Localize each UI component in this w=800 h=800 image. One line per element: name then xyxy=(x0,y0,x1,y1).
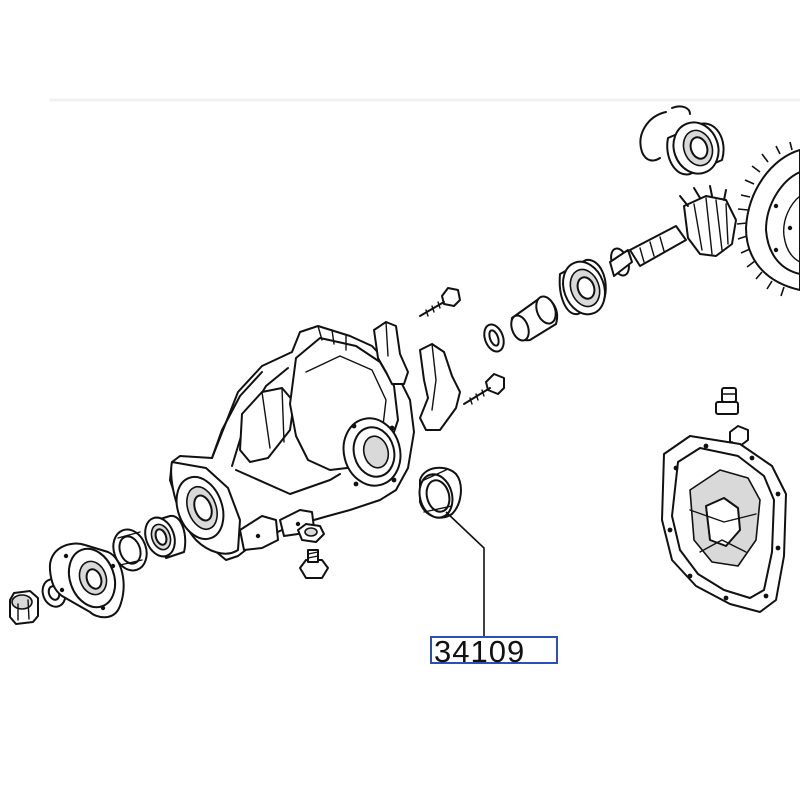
breather-plug-part xyxy=(715,387,739,415)
cap-bolt-lower xyxy=(463,373,505,405)
snap-ring-part xyxy=(639,105,691,162)
rear-cover-part xyxy=(661,435,787,613)
front-oil-seal-part xyxy=(112,528,148,572)
mount-bolt-part xyxy=(299,549,329,579)
pinion-spacer-ring xyxy=(483,323,505,353)
flange-nut-part xyxy=(9,590,39,625)
companion-flange-part xyxy=(48,542,125,619)
pinion-rear-bearing-part xyxy=(558,258,607,316)
differential-carrier-housing xyxy=(169,325,415,561)
ring-gear-part xyxy=(736,141,800,297)
bearing-cap-right xyxy=(419,343,461,431)
drive-pinion-gear-part xyxy=(679,185,737,257)
cap-bolt-upper xyxy=(419,287,461,317)
part-number-callout[interactable]: 34109 xyxy=(430,635,558,669)
collapsible-spacer-part xyxy=(510,295,558,342)
mount-nut-part xyxy=(297,523,325,543)
front-bearing-part xyxy=(144,514,187,559)
bearing-cap-left xyxy=(373,321,409,385)
pinion-front-bearing-part xyxy=(666,121,725,176)
callout-leader-line xyxy=(445,511,485,636)
part-number-label: 34109 xyxy=(434,634,526,669)
pinion-shaft-part xyxy=(609,225,687,277)
side-oil-seal-part xyxy=(418,466,462,519)
